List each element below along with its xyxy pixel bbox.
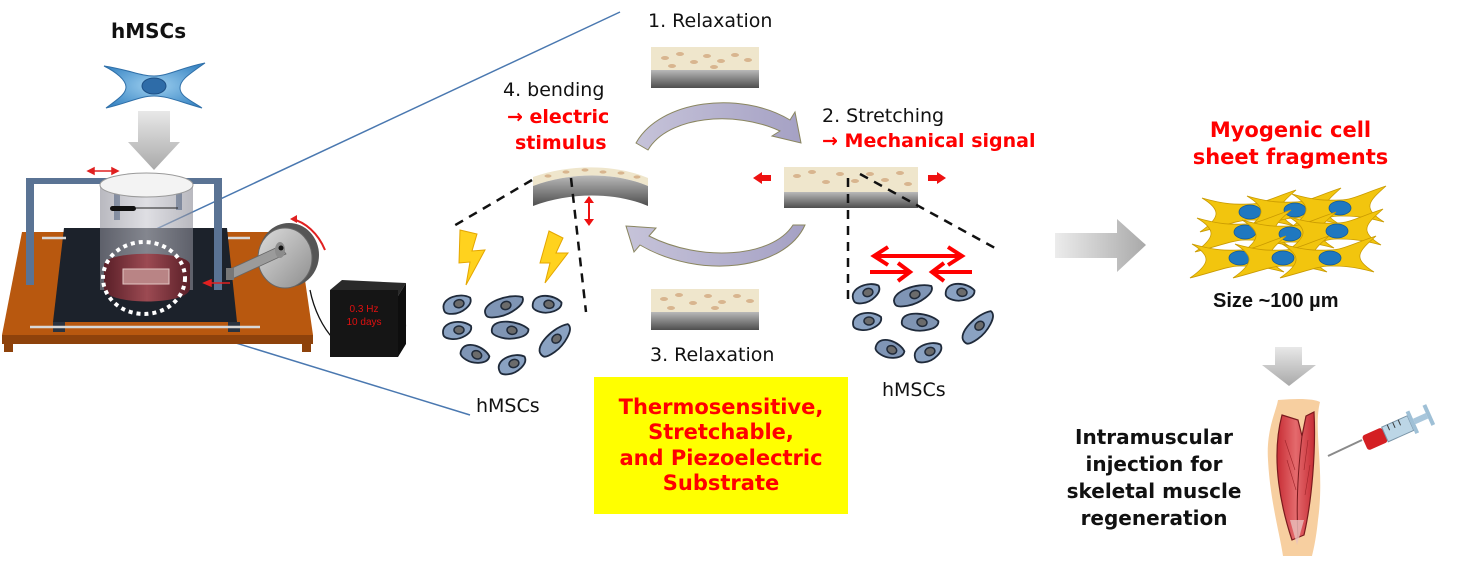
cell [442,294,472,315]
sheet-cell [1232,235,1330,279]
application-line: Intramuscular [1075,425,1233,449]
cell-cluster-icon [851,282,994,364]
stem-cell-title: hMSCs [111,19,187,43]
stretch-arrows-icon [870,245,972,283]
right-arrow-icon [1055,219,1146,272]
substrate-line: Stretchable, [648,420,794,445]
outcome-title: Myogenic cell sheet fragments [1183,117,1398,172]
cell [490,320,530,340]
step-4-result-line-2: stimulus [515,132,607,154]
step-1-label: 1. Relaxation [648,10,773,32]
duration-readout: 10 days [346,317,382,328]
substrate-film-icon [651,47,759,88]
magnify-dashed-lines [451,172,996,313]
size-label: Size ~100 µm [1213,290,1339,312]
substrate-line: Thermosensitive, [618,395,824,420]
cell-sheet-icon [1189,185,1387,279]
application-text: Intramuscular injection for skeletal mus… [1054,424,1254,532]
motor-wheel-icon [226,215,407,357]
step-2-label: 2. Stretching [822,105,945,127]
cell [497,354,527,376]
cell [900,312,940,332]
application-line: injection for [1085,452,1223,476]
cell [442,321,472,340]
cells-right-label: hMSCs [882,379,946,401]
outcome-title-line-1: Myogenic cell [1209,118,1372,142]
sheet-cell [1279,235,1377,279]
frequency-readout: 0.3 Hz [349,304,379,315]
cell [484,295,524,319]
step-4-result-line-1: → electric [507,106,610,128]
cell [944,282,976,302]
cells-left-label: hMSCs [476,395,540,417]
substrate-film-icon [533,167,648,226]
cycle-arrow-icon [625,102,806,267]
lightning-icon [458,229,486,286]
outcome-title-line-2: sheet fragments [1192,145,1389,170]
cell [851,283,881,305]
muscle-icon [1267,398,1321,556]
controller-box-icon [330,280,406,357]
substrate-line: Substrate [662,470,780,495]
syringe-icon [1327,404,1436,457]
cell-cluster-icon [442,294,571,376]
step-3-label: 3. Relaxation [650,344,775,366]
application-line: regeneration [1080,506,1228,530]
stem-cell-icon [103,62,206,109]
cell [893,284,933,308]
cell [913,342,943,364]
lightning-icon [539,230,570,284]
cell [459,344,491,364]
cell [961,310,994,345]
cell [538,323,571,358]
down-arrow-icon [128,111,180,170]
substrate-film-icon [753,167,946,208]
substrate-description-box: Thermosensitive, Stretchable, and Piezoe… [594,377,848,514]
application-line: skeletal muscle [1066,479,1242,503]
down-arrow-icon [1262,347,1316,386]
cell [874,339,906,359]
substrate-line: and Piezoelectric [619,445,823,470]
stretching-device-icon [2,166,313,352]
cell [852,312,882,331]
step-4-label: 4. bending [503,79,605,101]
sheet-cell [1189,235,1287,279]
cell [531,294,563,314]
step-2-result: → Mechanical signal [822,130,1036,152]
sheet-cell [1289,185,1387,229]
substrate-film-icon [651,289,759,330]
controller-display: 0.3 Hz 10 days [335,303,393,329]
